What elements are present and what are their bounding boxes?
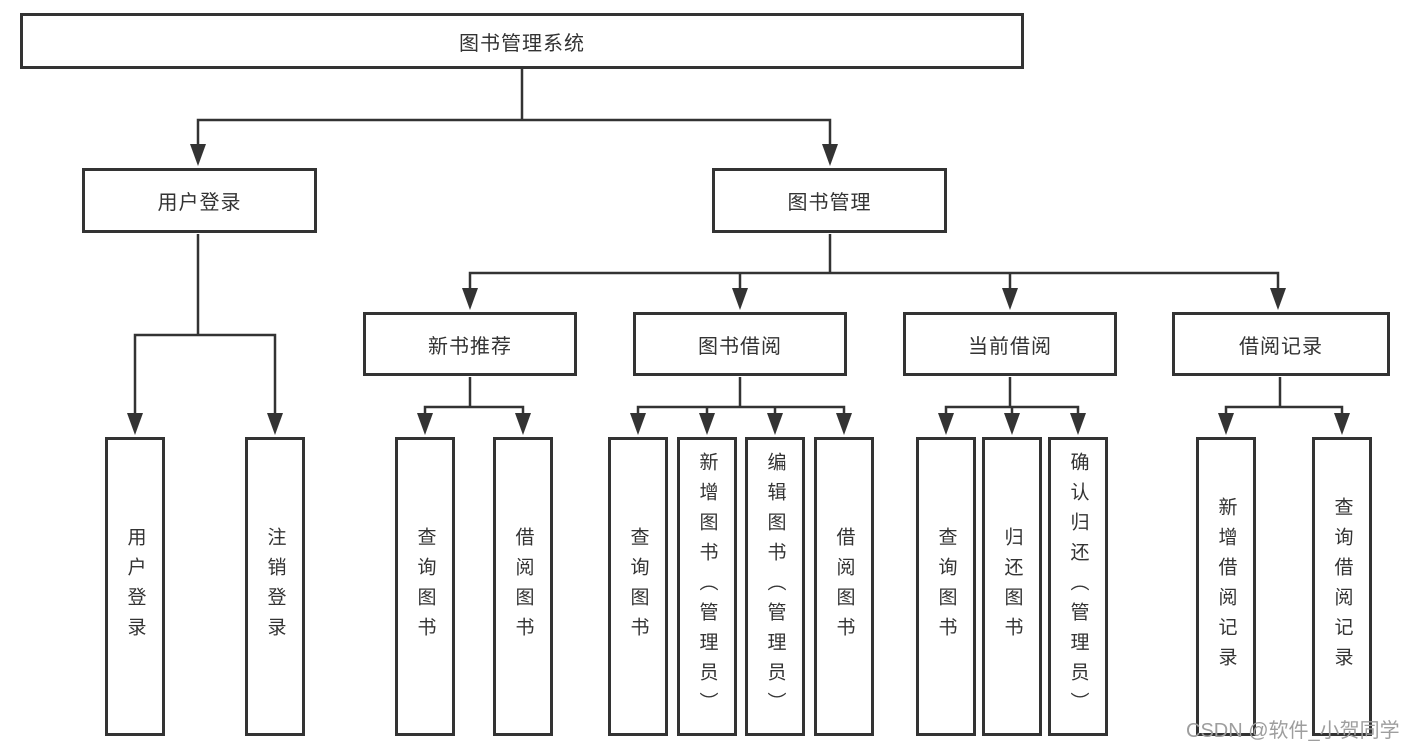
leaf-newbook-query-books-label: 查询图书 bbox=[414, 526, 436, 647]
arrowhead-icon bbox=[822, 144, 838, 166]
leaf-query-borrow-record-label: 查询借阅记录 bbox=[1331, 496, 1353, 677]
connector-currentborrow-to-leaves bbox=[938, 377, 1086, 435]
leaf-add-borrow-record: 新增借阅记录 bbox=[1196, 437, 1256, 736]
leaf-borrow-query-books: 查询图书 bbox=[608, 437, 668, 736]
arrowhead-icon bbox=[1270, 288, 1286, 310]
leaf-newbook-query-books: 查询图书 bbox=[395, 437, 455, 736]
arrowhead-icon bbox=[699, 413, 715, 435]
arrowhead-icon bbox=[767, 413, 783, 435]
leaf-borrow-books: 借阅图书 bbox=[814, 437, 874, 736]
arrowhead-icon bbox=[190, 144, 206, 166]
leaf-add-books-admin: 新增图书（管理员） bbox=[677, 437, 737, 736]
node-current-borrowing-label: 当前借阅 bbox=[968, 335, 1052, 358]
leaf-edit-books-admin-label: 编辑图书（管理员） bbox=[764, 451, 786, 722]
node-user-login-label: 用户登录 bbox=[157, 192, 242, 214]
arrowhead-icon bbox=[1218, 413, 1234, 435]
leaf-confirm-return-admin: 确认归还（管理员） bbox=[1048, 437, 1108, 736]
node-new-book-recommendation-label: 新书推荐 bbox=[428, 335, 512, 358]
node-root-label: 图书管理系统 bbox=[459, 32, 585, 55]
leaf-current-query-books: 查询图书 bbox=[916, 437, 976, 736]
arrowhead-icon bbox=[127, 413, 143, 435]
leaf-query-borrow-record: 查询借阅记录 bbox=[1312, 437, 1372, 736]
node-borrowing-records: 借阅记录 bbox=[1172, 312, 1390, 376]
node-borrowing-records-label: 借阅记录 bbox=[1239, 335, 1323, 358]
node-book-borrowing-label: 图书借阅 bbox=[698, 335, 782, 358]
arrowhead-icon bbox=[630, 413, 646, 435]
arrowhead-icon bbox=[1070, 413, 1086, 435]
connector-borrowrecords-to-leaves bbox=[1218, 377, 1350, 435]
node-book-borrowing: 图书借阅 bbox=[633, 312, 847, 376]
node-book-management-label: 图书管理 bbox=[787, 192, 872, 214]
arrowhead-icon bbox=[267, 413, 283, 435]
connector-newbook-to-leaves bbox=[417, 377, 531, 435]
leaf-borrow-query-books-label: 查询图书 bbox=[627, 526, 649, 647]
leaf-edit-books-admin: 编辑图书（管理员） bbox=[745, 437, 805, 736]
node-user-login: 用户登录 bbox=[82, 168, 317, 233]
leaf-return-books: 归还图书 bbox=[982, 437, 1042, 736]
leaf-newbook-borrow-books: 借阅图书 bbox=[493, 437, 553, 736]
leaf-user-login-label: 用户登录 bbox=[124, 526, 146, 647]
arrowhead-icon bbox=[1002, 288, 1018, 310]
leaf-confirm-return-admin-label: 确认归还（管理员） bbox=[1067, 451, 1089, 722]
connector-root-to-level2 bbox=[190, 69, 838, 166]
leaf-add-borrow-record-label: 新增借阅记录 bbox=[1215, 496, 1237, 677]
leaf-current-query-books-label: 查询图书 bbox=[935, 526, 957, 647]
node-root: 图书管理系统 bbox=[20, 13, 1024, 69]
node-new-book-recommendation: 新书推荐 bbox=[363, 312, 577, 376]
node-current-borrowing: 当前借阅 bbox=[903, 312, 1117, 376]
arrowhead-icon bbox=[462, 288, 478, 310]
arrowhead-icon bbox=[515, 413, 531, 435]
arrowhead-icon bbox=[1004, 413, 1020, 435]
arrowhead-icon bbox=[836, 413, 852, 435]
leaf-add-books-admin-label: 新增图书（管理员） bbox=[696, 451, 718, 722]
leaf-borrow-books-label: 借阅图书 bbox=[833, 526, 855, 647]
connector-bookmgmt-to-level3 bbox=[462, 234, 1286, 310]
leaf-newbook-borrow-books-label: 借阅图书 bbox=[512, 526, 534, 647]
arrowhead-icon bbox=[938, 413, 954, 435]
leaf-logout-label: 注销登录 bbox=[264, 526, 286, 647]
arrowhead-icon bbox=[417, 413, 433, 435]
leaf-return-books-label: 归还图书 bbox=[1001, 526, 1023, 647]
csdn-watermark: CSDN @软件_小贺同学 bbox=[1186, 720, 1400, 742]
arrowhead-icon bbox=[732, 288, 748, 310]
leaf-user-login: 用户登录 bbox=[105, 437, 165, 736]
leaf-logout: 注销登录 bbox=[245, 437, 305, 736]
connector-userlogin-to-leaves bbox=[127, 234, 283, 435]
node-book-management: 图书管理 bbox=[712, 168, 947, 233]
connector-bookborrow-to-leaves bbox=[630, 377, 852, 435]
arrowhead-icon bbox=[1334, 413, 1350, 435]
